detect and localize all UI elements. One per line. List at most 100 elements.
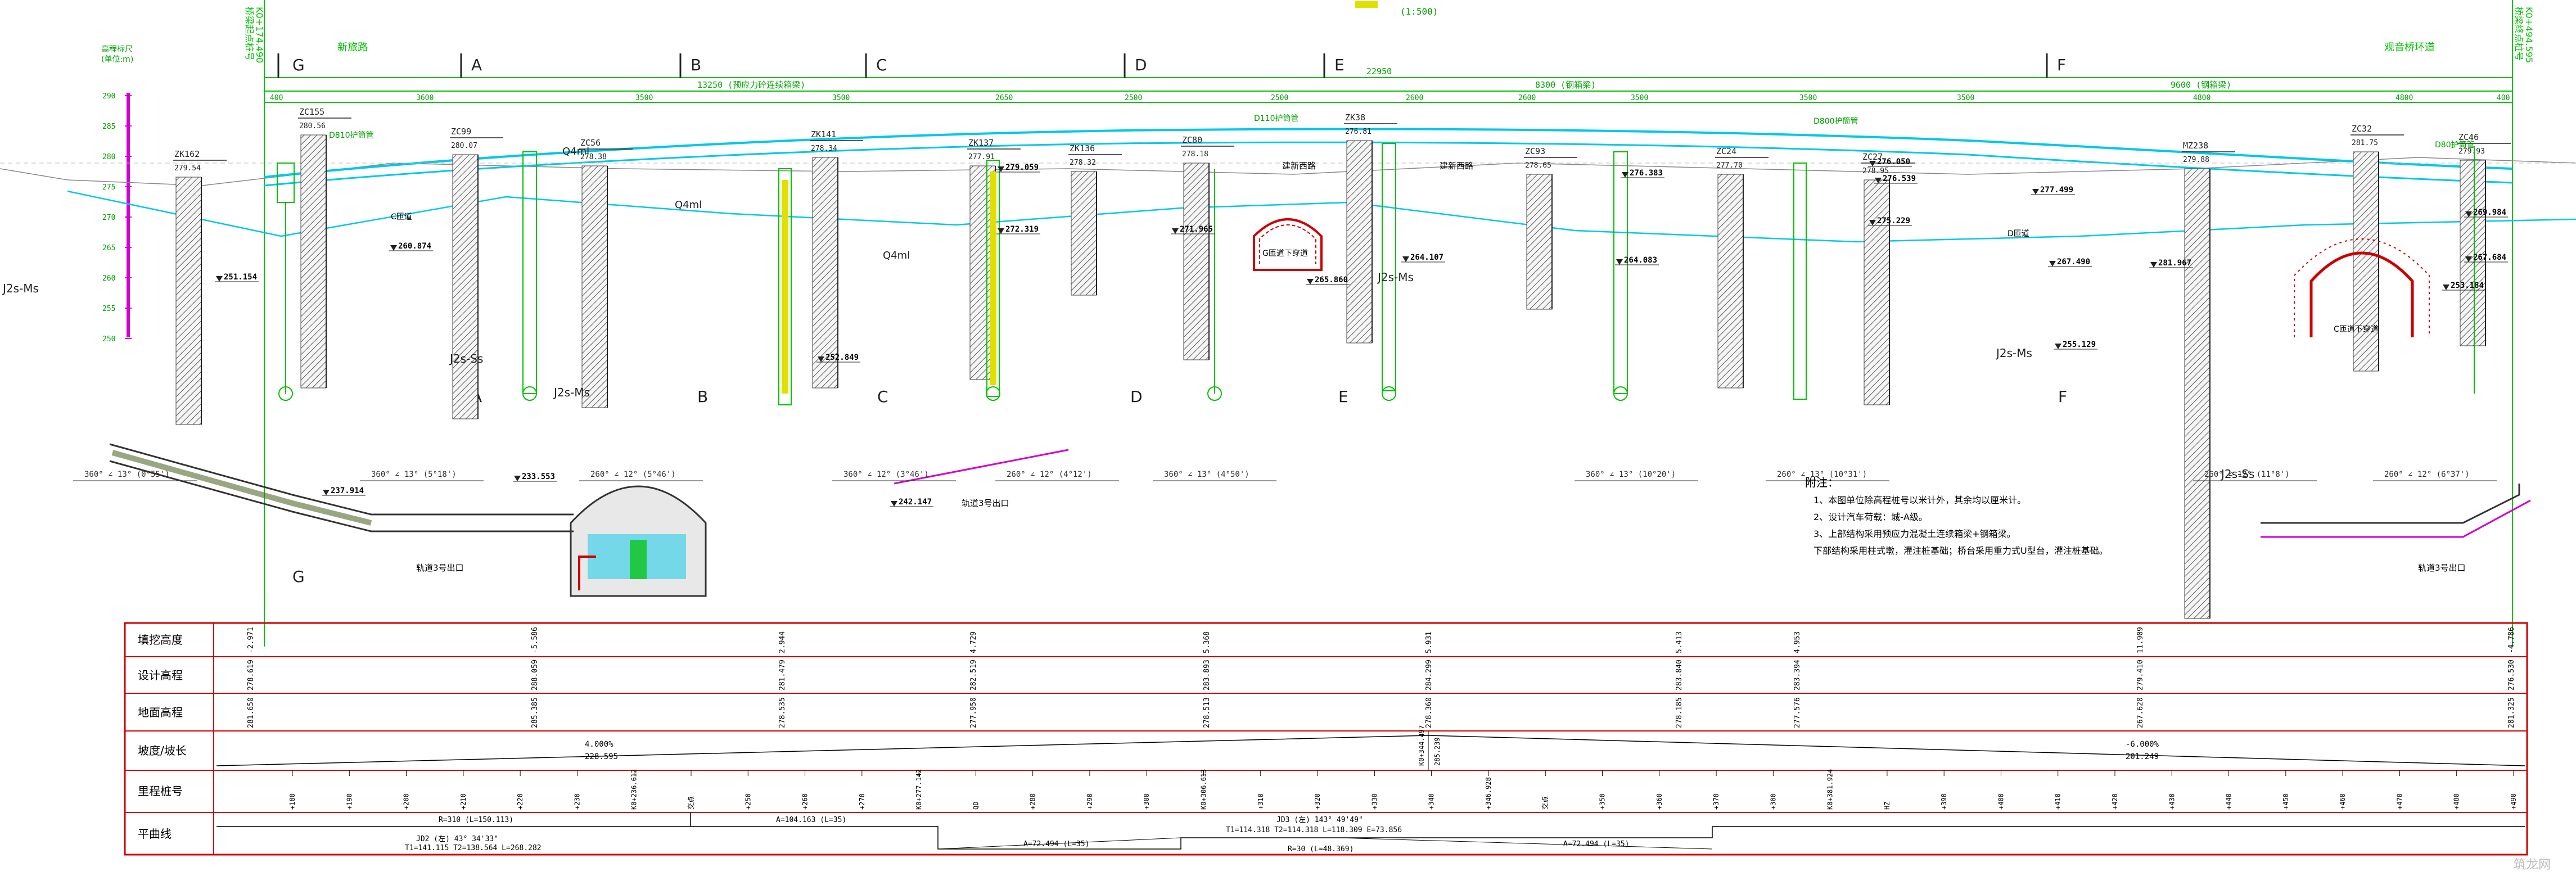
borehole-id: ZC24 bbox=[1716, 146, 1736, 156]
strike-dip-label: 260° ∠ 12° (6°37') bbox=[2384, 470, 2470, 479]
svg-text:B: B bbox=[697, 387, 708, 406]
elevation-mark: 272.319 bbox=[996, 225, 1040, 234]
tunnel-g-ramp-under: G匝道下穿道 bbox=[1253, 218, 1323, 271]
ground-line bbox=[0, 157, 2576, 186]
elevation-scale-title: 高程标尺 bbox=[101, 44, 133, 54]
pier-2 bbox=[778, 168, 792, 405]
tunnels: G匝道下穿道 C匝道下穿道 bbox=[570, 218, 2430, 597]
section-marker-f-bottom: F bbox=[2058, 387, 2067, 406]
segment-dimension-label: 4800 bbox=[2193, 94, 2210, 102]
svg-text:277.499: 277.499 bbox=[2040, 186, 2073, 195]
svg-text:233.553: 233.553 bbox=[522, 472, 555, 481]
scale-tick-label: 265 bbox=[102, 244, 115, 252]
ground-elev-value: 285.385 bbox=[531, 697, 539, 728]
section-marker-c-bottom: C bbox=[877, 387, 888, 406]
scale-tick-label: 275 bbox=[102, 183, 115, 192]
notes-block: 附注： 1、本图单位除高程桩号以米计外，其余均以厘米计。 2、设计汽车荷载：城-… bbox=[1805, 476, 2108, 556]
borehole-id: ZC93 bbox=[1525, 146, 1545, 156]
fill-cut-value: -4.786 bbox=[2507, 627, 2516, 653]
elevation-mark: 271.965 bbox=[1171, 225, 1215, 234]
svg-text:A=104.163 (L=35): A=104.163 (L=35) bbox=[776, 816, 846, 824]
elevation-mark: 237.914 bbox=[322, 486, 366, 496]
grade-line: 4.000% 228.595 -6.000% 201.249 K0+344.49… bbox=[216, 725, 2525, 770]
svg-text:281.967: 281.967 bbox=[2158, 259, 2191, 268]
station-label: +350 bbox=[1598, 793, 1606, 810]
station-label: +290 bbox=[1086, 793, 1094, 810]
section-marker-d-top: D bbox=[1124, 53, 1147, 78]
note-4: 下部结构采用柱式墩，灌注桩基础；桥台采用重力式U型台，灌注桩基础。 bbox=[1813, 545, 2108, 556]
scale-tick-label: 260 bbox=[102, 274, 115, 283]
station-label: +470 bbox=[2395, 793, 2403, 810]
borehole-elevation: 277.70 bbox=[1716, 161, 1743, 170]
segment-dimension-label: 400 bbox=[2497, 94, 2510, 102]
header: (1:500) 桥梁起点桩号 K0+174.490 桥梁终点桩号 K0+494.… bbox=[244, 0, 2534, 647]
borehole-elevation: 278.34 bbox=[811, 145, 837, 153]
borehole-id: ZK141 bbox=[811, 129, 836, 139]
elevation-mark: 265.860 bbox=[1306, 276, 1350, 285]
svg-text:Q4ml: Q4ml bbox=[675, 199, 702, 211]
svg-text:建新西路: 建新西路 bbox=[1440, 161, 1473, 171]
ground-elev-value: 278.360 bbox=[1425, 697, 1433, 728]
svg-text:271.965: 271.965 bbox=[1180, 225, 1213, 234]
svg-text:A=72.494 (L=35): A=72.494 (L=35) bbox=[1563, 840, 1629, 848]
tunnel-c-ramp-under: C匝道下穿道 bbox=[2294, 238, 2430, 337]
end-station-label: 桥梁终点桩号 bbox=[2514, 7, 2524, 61]
svg-text:K0+344.497: K0+344.497 bbox=[1418, 725, 1425, 766]
borehole-id: ZK137 bbox=[968, 138, 994, 148]
segment-dimension-label: 2600 bbox=[1518, 94, 1536, 102]
ground-elev-value: 281.650 bbox=[247, 697, 255, 728]
elevation-mark: 264.083 bbox=[1615, 256, 1659, 265]
curve-line: R=310 (L=150.113) A=104.163 (L=35) JD2 (… bbox=[216, 812, 2525, 854]
svg-text:272.319: 272.319 bbox=[1005, 225, 1039, 234]
station-label: +270 bbox=[858, 793, 866, 810]
svg-text:J2s-Ss: J2s-Ss bbox=[449, 352, 483, 365]
station-label: +430 bbox=[2168, 793, 2176, 810]
ground-elev-value: 278.513 bbox=[1203, 697, 1211, 728]
notes-title: 附注： bbox=[1805, 476, 1839, 489]
station-label: +340 bbox=[1428, 793, 1436, 810]
svg-text:J2s-Ms: J2s-Ms bbox=[1377, 270, 1414, 284]
svg-text:276.539: 276.539 bbox=[1883, 174, 1916, 183]
pier-7 bbox=[1793, 162, 1807, 400]
borehole-elevation: 278.65 bbox=[1525, 161, 1551, 170]
profile-table: 填挖高度 设计高程 地面高程 坡度/坡长 里程桩号 平曲线 -2.971-5.5… bbox=[124, 622, 2528, 856]
svg-text:J2s-Ms: J2s-Ms bbox=[1995, 346, 2032, 360]
right-road-label: 观音桥环道 bbox=[2384, 42, 2435, 53]
borehole-elevation: 278.95 bbox=[1862, 167, 1889, 175]
svg-text:C: C bbox=[876, 56, 887, 74]
svg-text:264.083: 264.083 bbox=[1624, 256, 1657, 265]
svg-text:C: C bbox=[877, 387, 888, 406]
station-label: +360 bbox=[1655, 793, 1663, 810]
section-marker-g-top: G bbox=[277, 53, 305, 78]
svg-text:R=30 (L=48.369): R=30 (L=48.369) bbox=[1288, 845, 1354, 854]
note-1: 1、本图单位除高程桩号以米计外，其余均以厘米计。 bbox=[1813, 495, 2026, 505]
table-frame bbox=[124, 622, 2528, 856]
elevation-mark: 275.229 bbox=[1868, 216, 1912, 226]
watermark: 筑龙网 bbox=[2514, 858, 2551, 872]
svg-text:G: G bbox=[292, 567, 305, 586]
svg-text:R=310 (L=150.113): R=310 (L=150.113) bbox=[439, 816, 513, 824]
strike-dip-label: 260° ∠ 13° (10°31') bbox=[1777, 470, 1867, 479]
strike-dip-label: 360° ∠ 13° (10°20') bbox=[1586, 470, 1676, 479]
svg-text:J2s-Ss: J2s-Ss bbox=[2220, 467, 2254, 481]
borehole-elevation: 279.93 bbox=[2458, 147, 2485, 156]
svg-text:D匝道: D匝道 bbox=[2007, 229, 2029, 238]
station-label: +390 bbox=[1940, 793, 1948, 810]
svg-text:D: D bbox=[1135, 56, 1147, 74]
station-label: K0+381.924 bbox=[1826, 769, 1834, 810]
svg-text:J2s-Ms: J2s-Ms bbox=[2, 282, 39, 295]
svg-text:255.129: 255.129 bbox=[2063, 340, 2096, 349]
fill-cut-value: 5.931 bbox=[1425, 631, 1433, 653]
ground-elev-value: 278.535 bbox=[778, 697, 787, 728]
fill-cut-value: 11.909 bbox=[2136, 627, 2145, 653]
station-label: +220 bbox=[516, 793, 524, 810]
note-2: 2、设计汽车荷载：城-A级。 bbox=[1813, 512, 1928, 522]
